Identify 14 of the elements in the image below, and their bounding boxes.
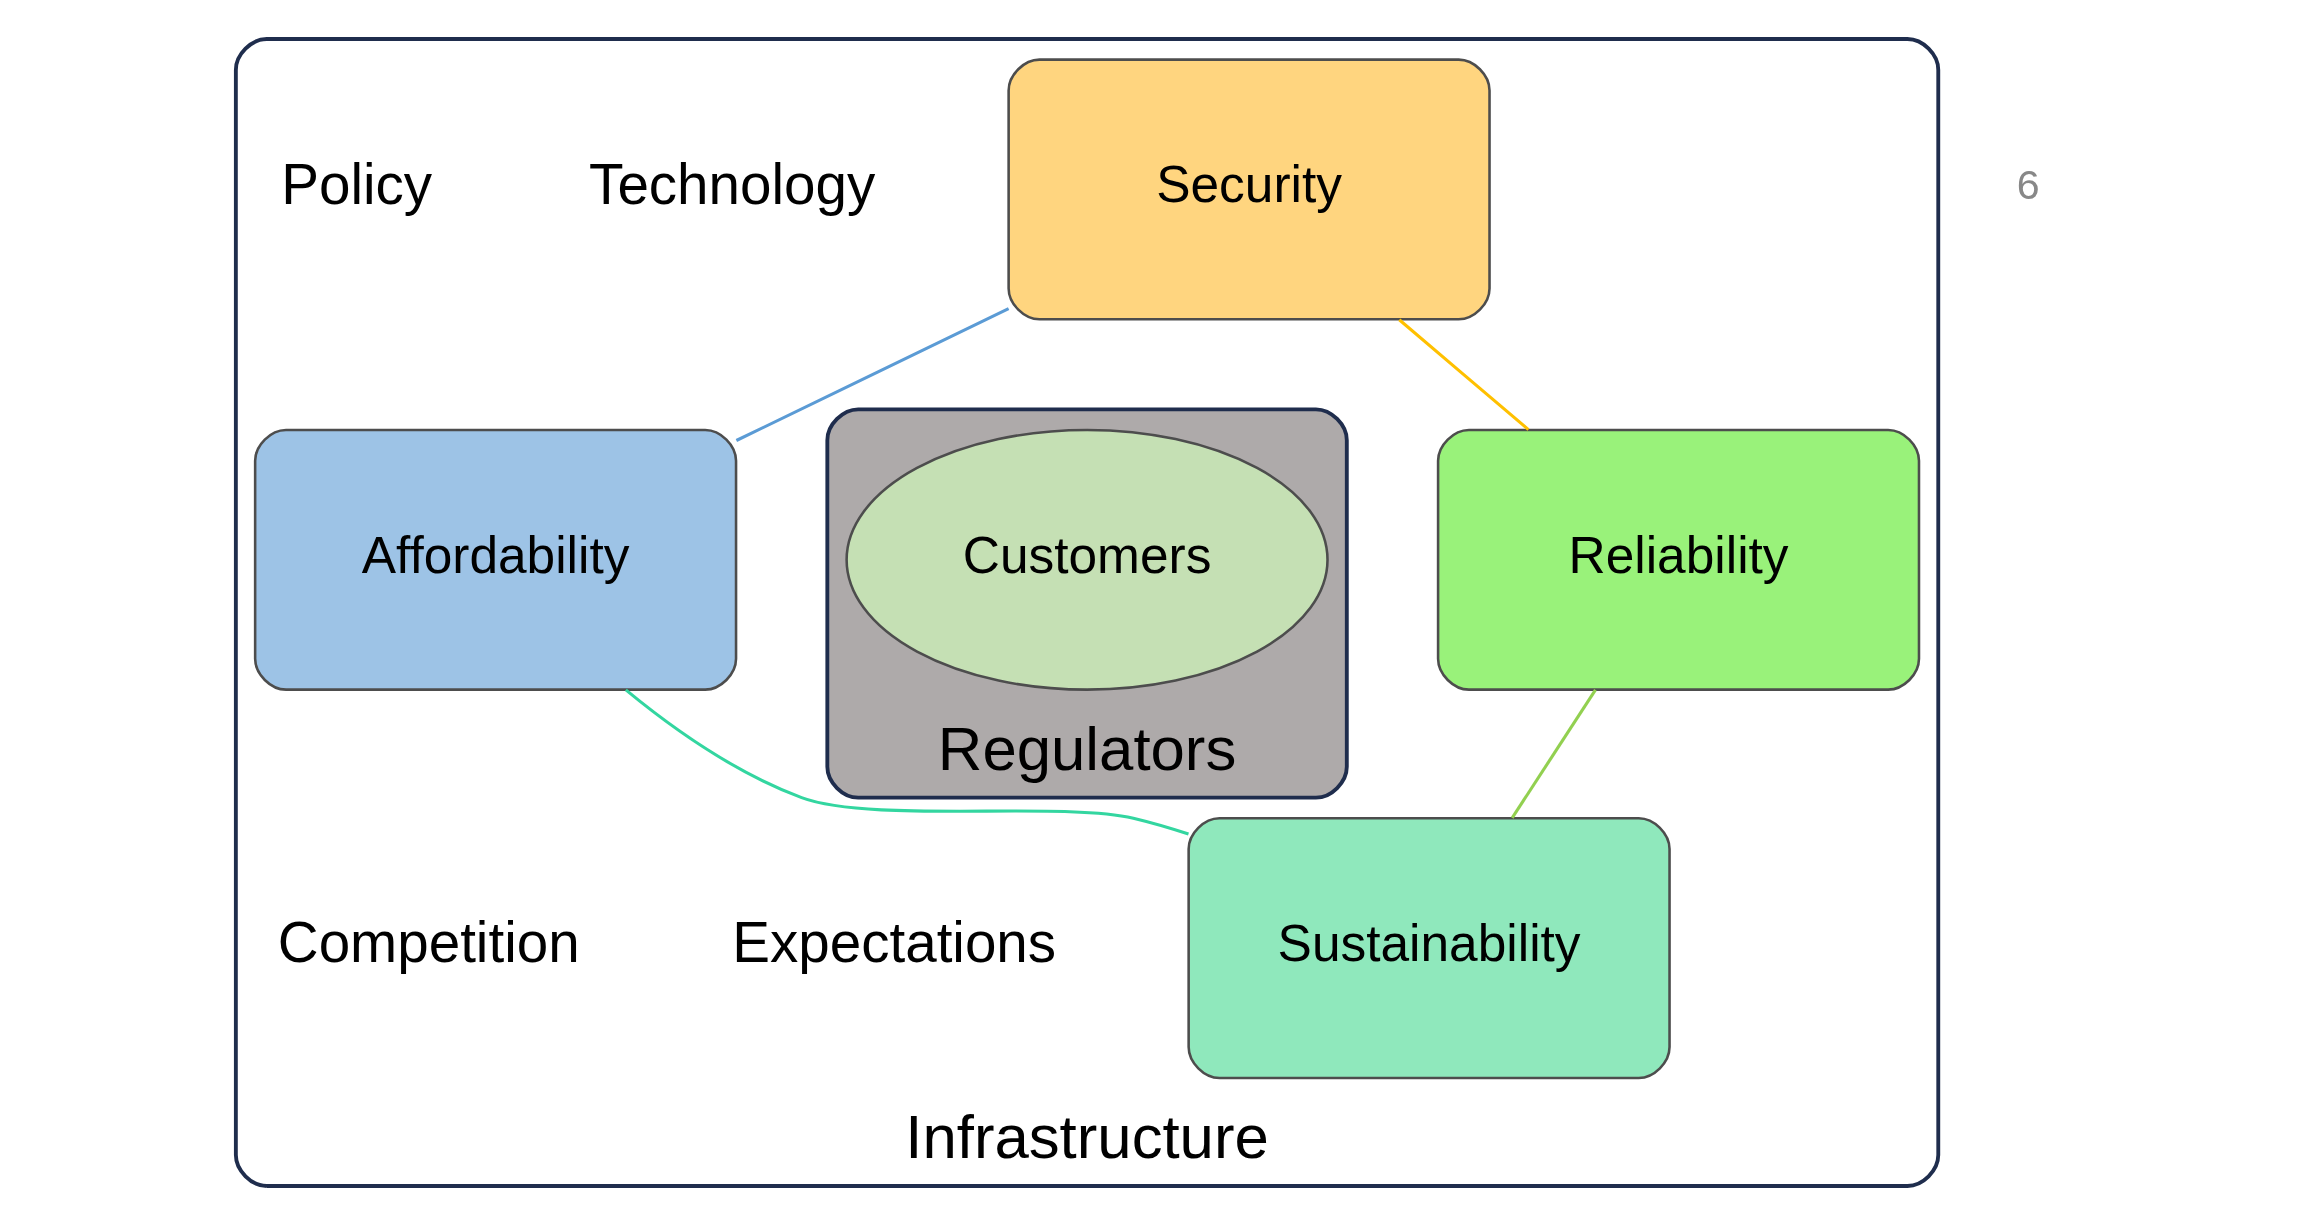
label: Technology	[589, 152, 876, 216]
connector	[1398, 318, 1530, 431]
node-box: Security	[1007, 58, 1491, 321]
connector	[1510, 689, 1597, 819]
node-box: Sustainability	[1187, 816, 1671, 1080]
node-ellipse: Customers	[845, 428, 1329, 691]
connector	[735, 307, 1010, 442]
node-box: Affordability	[253, 428, 738, 691]
label: Expectations	[732, 911, 1057, 975]
label: 6	[2016, 162, 2040, 209]
label: Policy	[281, 152, 433, 216]
connector	[624, 688, 1189, 836]
node-box: Reliability	[1436, 428, 1921, 691]
label: Competition	[277, 911, 580, 975]
